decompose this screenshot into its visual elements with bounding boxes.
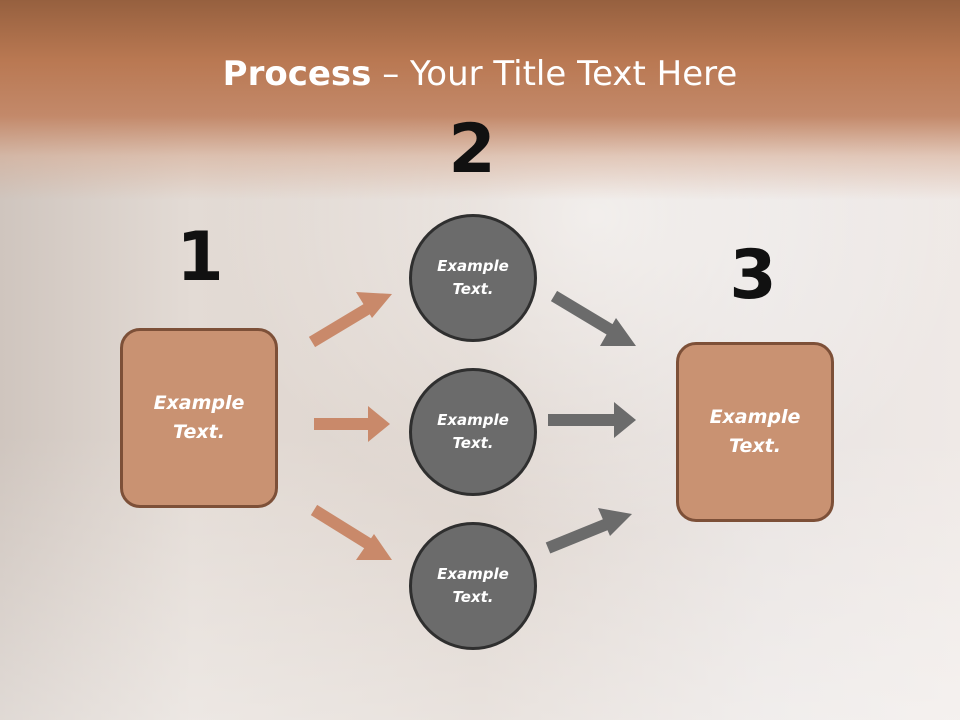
title-bold: Process — [222, 54, 372, 94]
circle-middle-text-line2: Text. — [452, 434, 494, 452]
title-dash: – — [371, 54, 411, 94]
step-number-1: 1 — [176, 218, 224, 297]
arrow-top-to-3 — [550, 290, 636, 346]
step-1-text: Example Text. — [154, 389, 245, 447]
step-number-2: 2 — [448, 110, 496, 189]
step-2-circle-bottom: Example Text. — [409, 522, 537, 650]
slide-title: Process – Your Title Text Here — [0, 52, 960, 96]
step-1-text-line1: Example — [153, 392, 245, 414]
step-number-3: 3 — [729, 236, 777, 315]
title-band — [0, 0, 960, 200]
step-2-circle-top: Example Text. — [409, 214, 537, 342]
step-1-text-line2: Text. — [173, 421, 225, 443]
arrow-1-to-bottom — [310, 504, 392, 560]
step-3-text: Example Text. — [710, 403, 801, 461]
title-rest: Your Title Text Here — [410, 54, 738, 94]
step-3-text-line2: Text. — [729, 435, 781, 457]
step-3-text-line1: Example — [709, 406, 801, 428]
step-3-box: Example Text. — [676, 342, 834, 522]
step-2-circle-middle: Example Text. — [409, 368, 537, 496]
circle-top-text-line1: Example — [437, 257, 509, 275]
circle-middle-text-line1: Example — [437, 411, 509, 429]
arrow-1-to-middle — [314, 406, 390, 442]
arrow-middle-to-3 — [548, 402, 636, 438]
circle-top-text-line2: Text. — [452, 280, 494, 298]
step-1-box: Example Text. — [120, 328, 278, 508]
arrow-bottom-to-3 — [545, 508, 632, 554]
arrow-1-to-top — [308, 292, 392, 348]
circle-bottom-text-line2: Text. — [452, 588, 494, 606]
circle-bottom-text-line1: Example — [437, 565, 509, 583]
